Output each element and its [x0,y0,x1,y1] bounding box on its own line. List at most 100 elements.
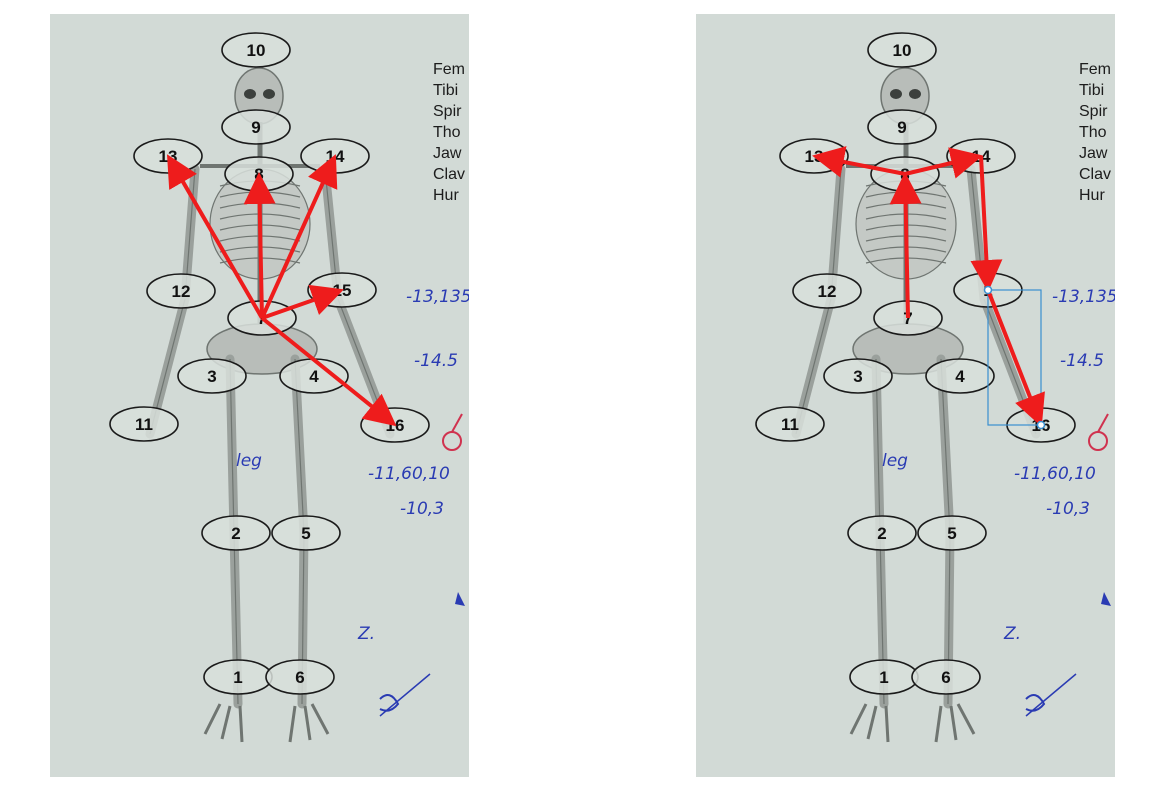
arrow-7-to-8[interactable] [243,172,276,319]
joint-label: 12 [172,282,191,301]
bone-name-item: Spir [433,103,462,120]
bone-arrows [166,154,397,427]
joint-ellipse[interactable] [177,358,247,394]
joint-label: 3 [853,367,862,386]
eye-socket-left [890,89,902,99]
joint-label: 9 [251,118,260,137]
arrow-7-to-16[interactable] [260,316,397,427]
arrow-8-to-14[interactable] [904,147,983,179]
joint-11[interactable]: 11 [755,406,825,442]
joint-9[interactable]: 9 [867,109,937,145]
bone-arrows [812,146,1046,430]
joint-label: 13 [159,147,178,166]
left-skeleton-diagram: FemTibiSpirThoJawClavHur-13,135-14.5-11,… [50,14,469,777]
joint-ellipse[interactable] [917,515,987,551]
bone-name-item: Clav [433,166,465,183]
arrow-14-to-15[interactable] [970,155,1003,292]
joint-3[interactable]: 3 [823,358,893,394]
joint-12[interactable]: 12 [792,273,862,309]
joint-ellipse[interactable] [221,32,291,68]
joint-13[interactable]: 13 [779,138,849,174]
blue-ink-scribble [1025,694,1046,712]
joint-label: 6 [941,668,950,687]
handwritten-n3: -11,60,10 [1014,464,1096,484]
joint-6[interactable]: 6 [911,659,981,695]
joint-label: 4 [955,367,965,386]
joint-15[interactable]: 15 [307,272,377,308]
joint-3[interactable]: 3 [177,358,247,394]
arrow-7-to-14[interactable] [260,154,338,319]
joint-14[interactable]: 14 [300,138,370,174]
joint-ellipse[interactable] [847,515,917,551]
joint-2[interactable]: 2 [847,515,917,551]
arrow-15-to-16[interactable] [986,289,1045,427]
joint-6[interactable]: 6 [265,659,335,695]
joint-ellipse[interactable] [146,273,216,309]
eye-socket-right [909,89,921,99]
selection-box [987,289,1042,426]
selection-handle-end[interactable] [1036,420,1046,430]
joint-ellipse[interactable] [823,358,893,394]
bone-name-item: Tho [1079,124,1107,141]
joint-16[interactable]: 16 [360,407,430,443]
joint-ellipse[interactable] [265,659,335,695]
joint-13[interactable]: 13 [133,138,203,174]
joint-2[interactable]: 2 [201,515,271,551]
joint-4[interactable]: 4 [279,358,349,394]
joint-ellipse[interactable] [867,109,937,145]
handwritten-n1: -13,135 [406,287,469,307]
joint-label: 5 [301,524,310,543]
arrow-7-to-13[interactable] [166,154,264,320]
red-ink-stroke [451,413,463,433]
joint-label: 7 [903,309,912,328]
joint-label: 5 [947,524,956,543]
joint-1[interactable]: 1 [849,659,919,695]
right-skeleton-diagram: FemTibiSpirThoJawClavHur-13,135-14.5-11,… [696,14,1115,777]
joint-ellipse[interactable] [201,515,271,551]
joint-label: 10 [893,41,912,60]
joint-label: 2 [877,524,886,543]
handwritten-n2: -14.5 [414,351,458,371]
joint-12[interactable]: 12 [146,273,216,309]
joint-ellipse[interactable] [109,406,179,442]
joint-10[interactable]: 10 [867,32,937,68]
bone-name-item: Tho [433,124,461,141]
joint-ellipse[interactable] [792,273,862,309]
joint-label: 11 [781,415,799,434]
blue-ink-stroke [1025,673,1077,717]
arrow-7-to-8[interactable] [889,172,922,319]
joint-ellipse[interactable] [911,659,981,695]
joint-label: 9 [897,118,906,137]
selection-handle-start[interactable] [983,285,993,295]
handwritten-z: Z. [1003,624,1021,644]
joint-11[interactable]: 11 [109,406,179,442]
joint-10[interactable]: 10 [221,32,291,68]
joint-label: 14 [326,147,345,166]
joint-9[interactable]: 9 [221,109,291,145]
joint-ellipse[interactable] [867,32,937,68]
joint-ellipse[interactable] [221,109,291,145]
foot-left [849,703,890,743]
bone-name-item: Hur [1079,187,1105,204]
joint-5[interactable]: 5 [271,515,341,551]
joint-ellipse[interactable] [925,358,995,394]
joint-ellipse[interactable] [271,515,341,551]
joint-5[interactable]: 5 [917,515,987,551]
blue-ink-blot [455,592,465,606]
joint-label: 1 [233,668,242,687]
joint-4[interactable]: 4 [925,358,995,394]
joint-ellipse[interactable] [755,406,825,442]
joint-1[interactable]: 1 [203,659,273,695]
joint-label: 11 [135,415,153,434]
arrow-7-to-15[interactable] [261,284,344,320]
bone-name-item: Fem [1079,61,1111,78]
arrow-8-to-13[interactable] [812,146,906,178]
blue-ink-stroke [379,673,431,717]
handwritten-n2: -14.5 [1060,351,1104,371]
